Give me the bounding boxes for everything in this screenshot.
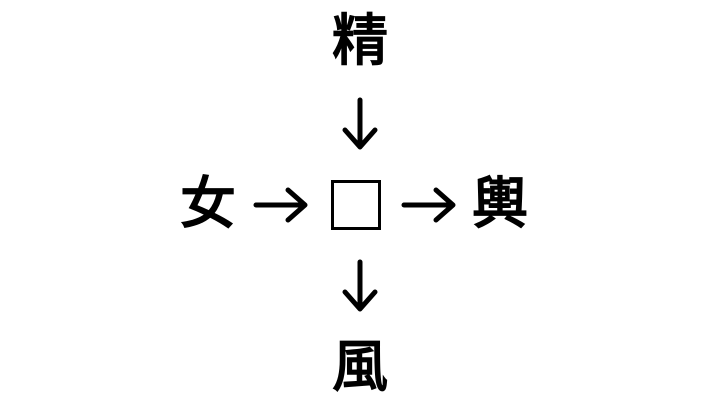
top-kanji: 精 [332,9,388,74]
left-kanji: 女 [180,172,236,237]
bottom-kanji: 風 [332,335,388,400]
arrow-down-icon [328,254,392,318]
arrow-right-icon [250,173,314,237]
arrow-right-icon [398,173,462,237]
blank-answer-box[interactable] [331,180,381,230]
right-kanji: 輿 [472,172,528,237]
arrow-down-icon [328,92,392,156]
